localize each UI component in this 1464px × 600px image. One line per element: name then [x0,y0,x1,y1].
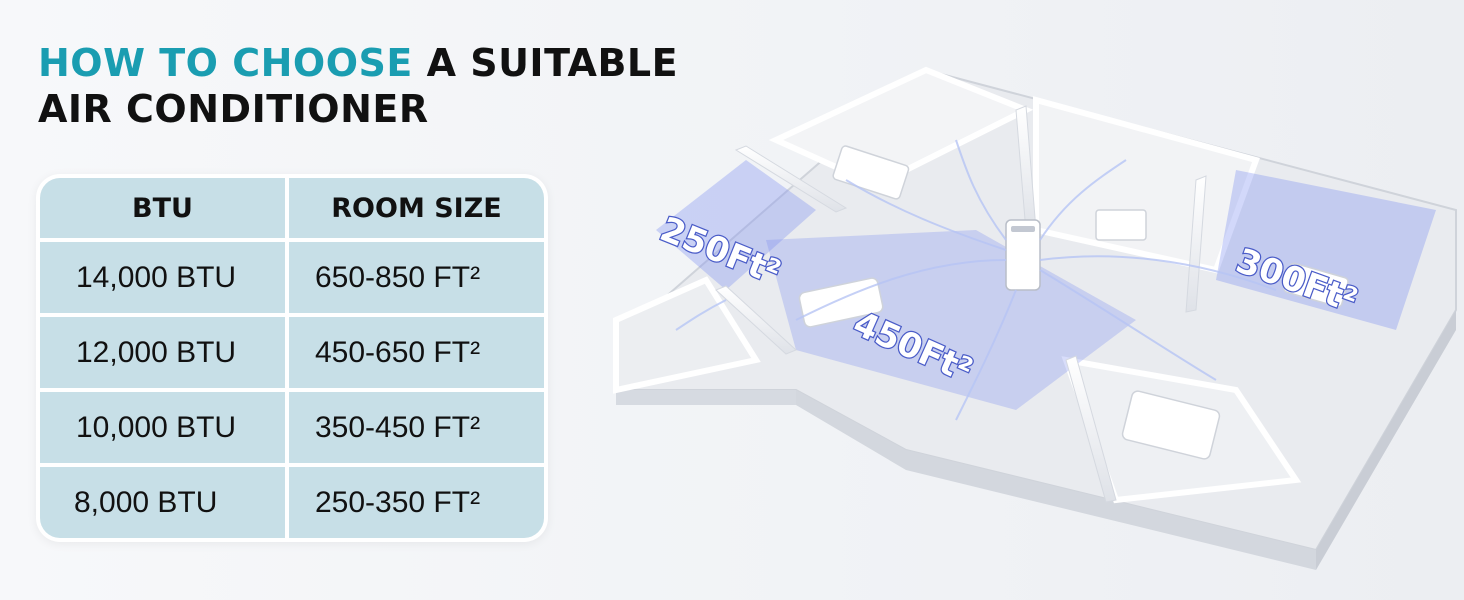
front-wall-left [616,390,796,405]
row-2-size: 450-650 FT² [289,317,544,388]
size-table-card: BTU ROOM SIZE 14,000 BTU 650-850 FT² 12,… [36,174,548,542]
airflow-streaks [675,139,1277,421]
front-wall-right [796,390,1316,570]
furniture [798,145,1349,460]
room-300-highlight [1216,170,1436,330]
portable-ac-unit [1005,219,1041,291]
size-table: BTU ROOM SIZE 14,000 BTU 650-850 FT² 12,… [40,178,544,538]
floor-plan-illustration: 250Ft² 450Ft² 300Ft² [613,66,1457,570]
room-450-highlight [766,230,1136,410]
balcony [613,276,761,394]
row-4-size: 250-350 FT² [289,467,544,538]
headline-rest: A SUITABLE [412,41,679,85]
room-250-highlight [656,160,816,290]
interior-walls [715,105,1207,503]
headline: HOW TO CHOOSE A SUITABLE AIR CONDITIONER [38,40,678,132]
row-2-btu: 12,000 BTU [40,317,285,388]
row-1-btu: 14,000 BTU [40,242,285,313]
headline-line-2: AIR CONDITIONER [38,87,429,131]
row-3-btu: 10,000 BTU [40,392,285,463]
headline-accent: HOW TO CHOOSE [38,41,413,85]
headline-line-1: HOW TO CHOOSE A SUITABLE [38,40,678,86]
header-btu: BTU [40,178,285,238]
row-4-btu: 8,000 BTU [40,467,285,538]
row-3-size: 350-450 FT² [289,392,544,463]
header-room-size: ROOM SIZE [289,178,544,238]
row-1-size: 650-850 FT² [289,242,544,313]
side-wall-right [1316,310,1456,570]
